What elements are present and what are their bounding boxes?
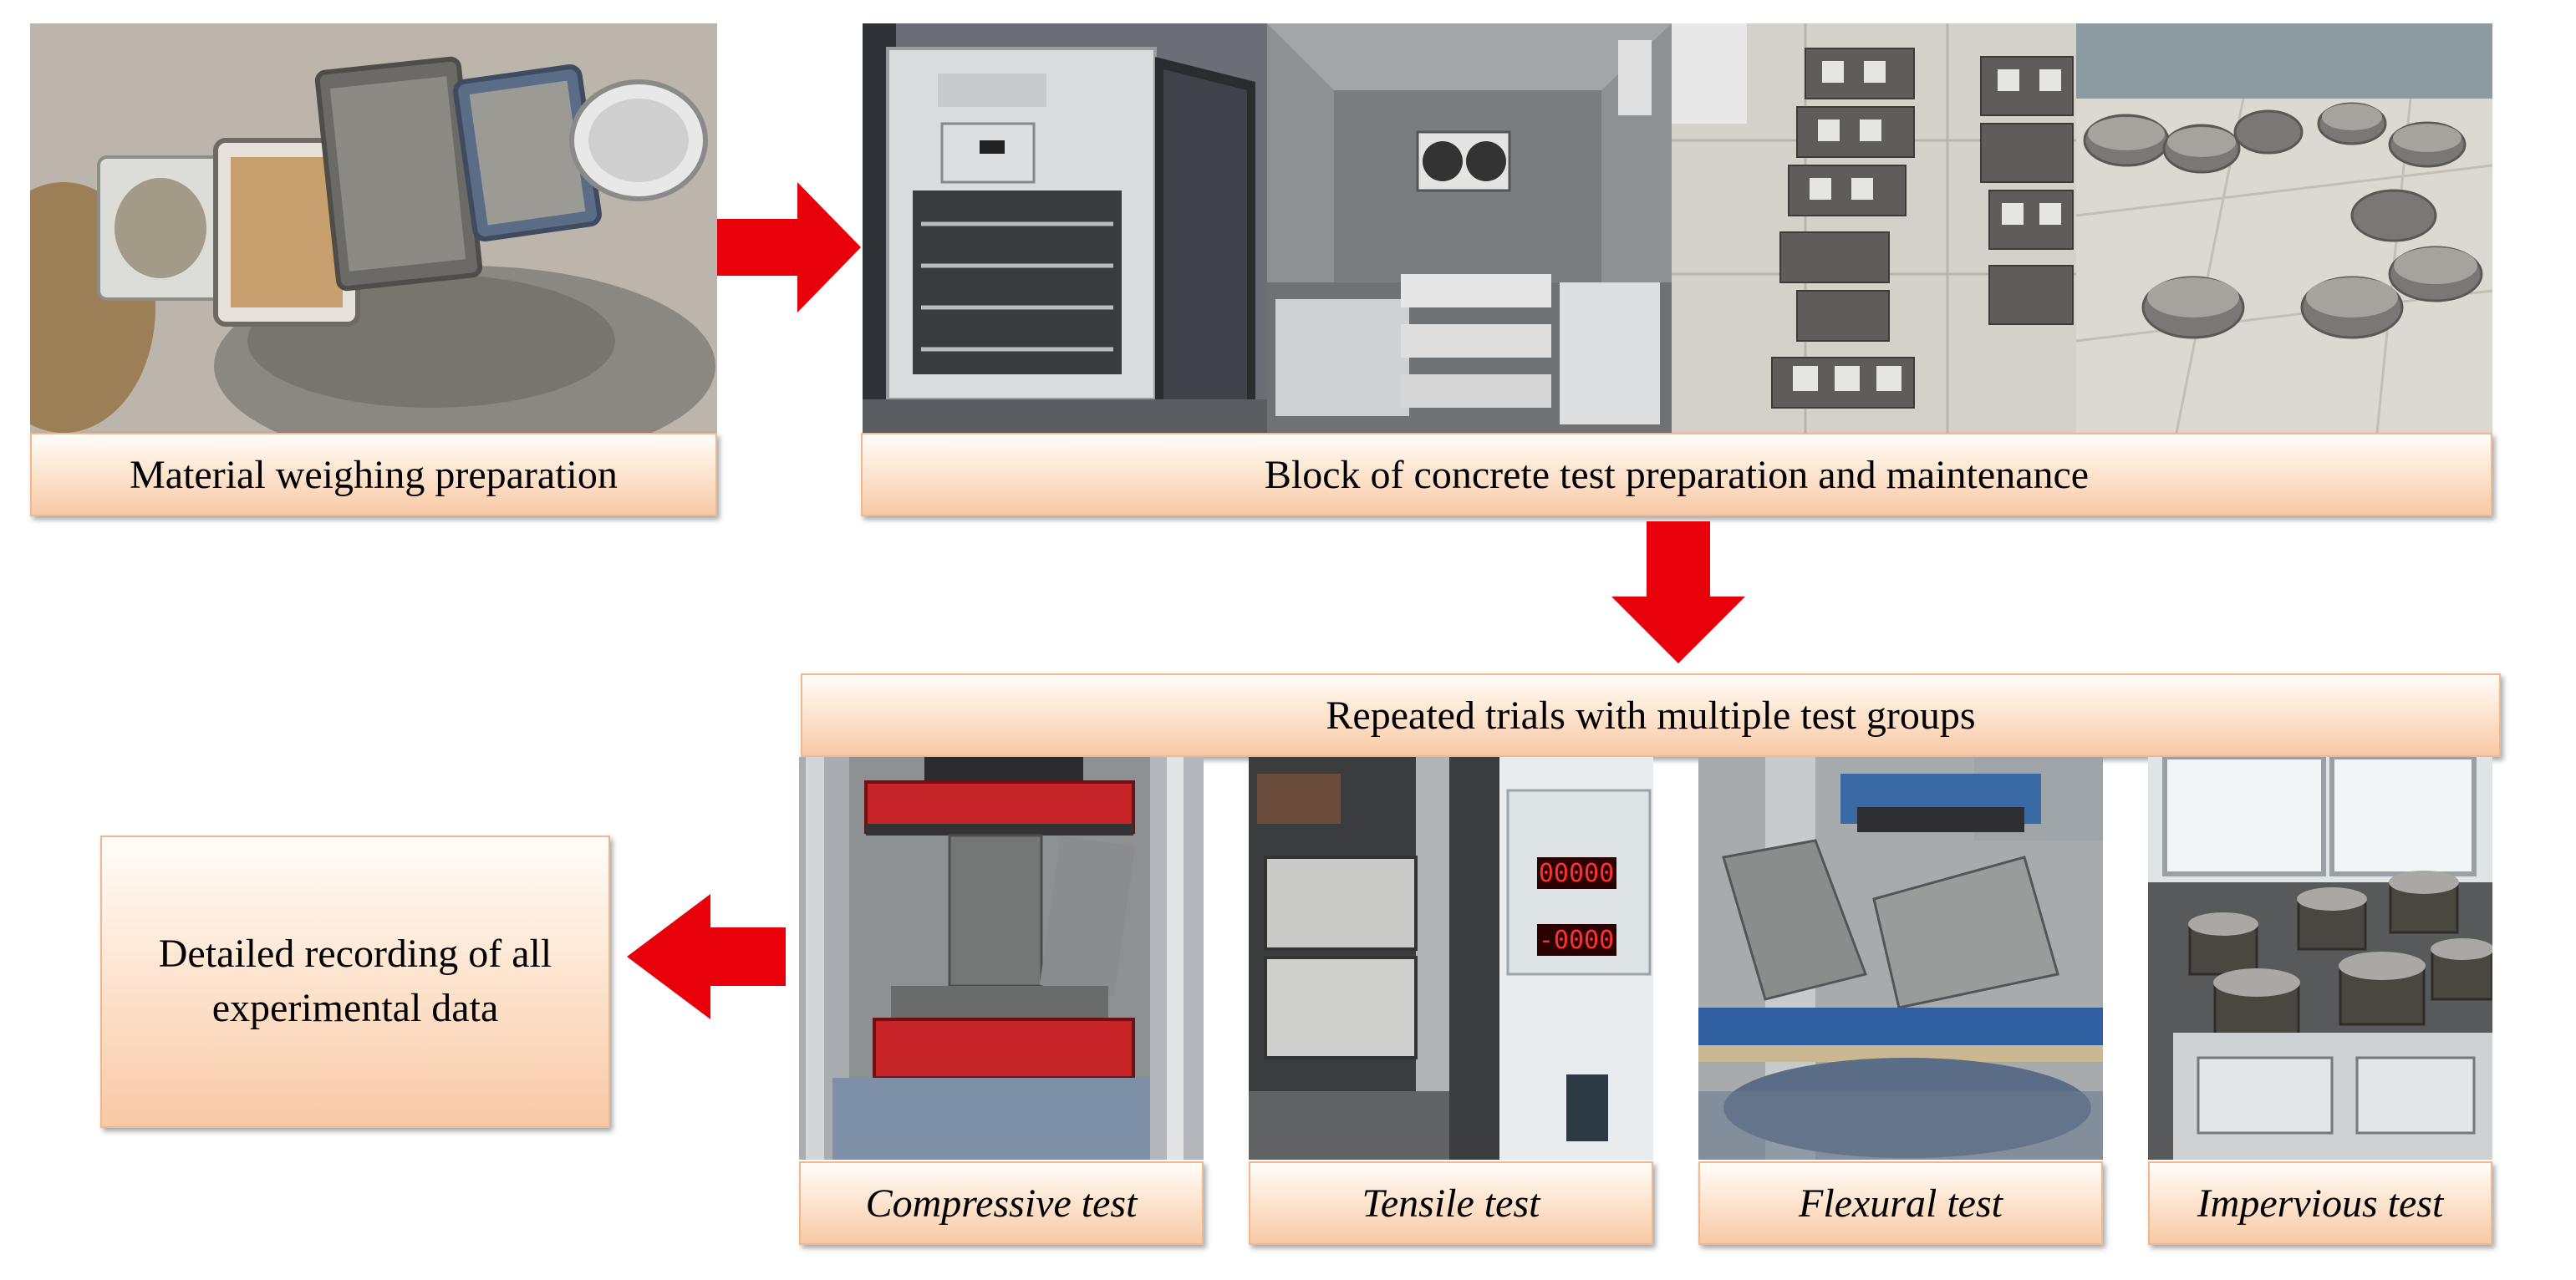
photo-curing-room <box>1267 23 1672 433</box>
arrow-down <box>1611 521 1745 663</box>
label-tensile-test: Tensile test <box>1249 1161 1653 1245</box>
label-material-weighing: Material weighing preparation <box>30 433 717 516</box>
arrow-left <box>627 894 786 1019</box>
label-flexural-test: Flexural test <box>1698 1161 2103 1245</box>
photo-cylinder-specimens <box>2076 23 2492 433</box>
label-compressive-test: Compressive test <box>799 1161 1204 1245</box>
counter-top-readout: 00000 <box>1539 859 1614 888</box>
photo-drying-oven <box>863 23 1267 433</box>
photo-impervious-test <box>2148 757 2492 1160</box>
photo-material-weighing <box>30 23 717 433</box>
label-block-preparation: Block of concrete test preparation and m… <box>861 433 2492 516</box>
photo-tensile-test: 00000 -0000 <box>1249 757 1653 1160</box>
counter-bottom-readout: -0000 <box>1539 926 1614 955</box>
arrow-right <box>717 182 861 312</box>
label-detailed-recording: Detailed recording of all experimental d… <box>100 836 610 1128</box>
photo-specimen-blocks <box>1672 23 2076 433</box>
photo-flexural-test <box>1698 757 2103 1160</box>
label-repeated-trials: Repeated trials with multiple test group… <box>801 673 2501 757</box>
label-impervious-test: Impervious test <box>2148 1161 2492 1245</box>
photo-compressive-test <box>799 757 1204 1160</box>
